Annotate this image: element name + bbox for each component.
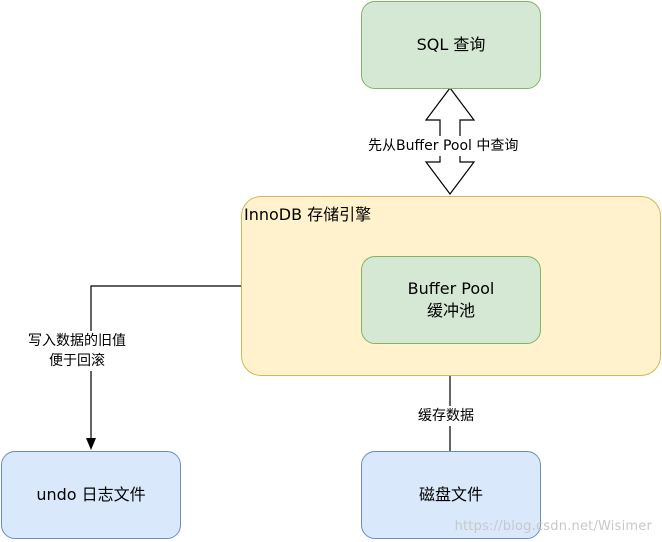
undo-arrowhead bbox=[86, 438, 96, 450]
undo-file-node: undo 日志文件 bbox=[1, 451, 181, 539]
buffer-pool-node: Buffer Pool 缓冲池 bbox=[361, 256, 541, 344]
disk-file-node: 磁盘文件 bbox=[361, 451, 541, 539]
sql-query-label: SQL 查询 bbox=[416, 35, 486, 54]
query-edge-label: 先从Buffer Pool 中查询 bbox=[368, 136, 519, 156]
undo-edge-label: 写入数据的旧值 便于回滚 bbox=[28, 331, 126, 371]
undo-edge-label-line1: 写入数据的旧值 bbox=[28, 333, 126, 349]
engine-to-undo-line bbox=[90, 285, 241, 440]
sql-query-node: SQL 查询 bbox=[361, 1, 541, 89]
watermark: https://blog.csdn.net/Wisimer bbox=[454, 519, 652, 534]
undo-edge-label-line2: 便于回滚 bbox=[49, 353, 105, 369]
disk-edge-label: 缓存数据 bbox=[418, 406, 474, 426]
buffer-pool-sublabel: 缓冲池 bbox=[426, 301, 475, 320]
disk-file-label: 磁盘文件 bbox=[418, 485, 483, 504]
undo-file-label: undo 日志文件 bbox=[36, 485, 146, 504]
engine-title: InnoDB 存储引擎 bbox=[244, 205, 372, 224]
buffer-pool-label: Buffer Pool bbox=[407, 279, 495, 298]
